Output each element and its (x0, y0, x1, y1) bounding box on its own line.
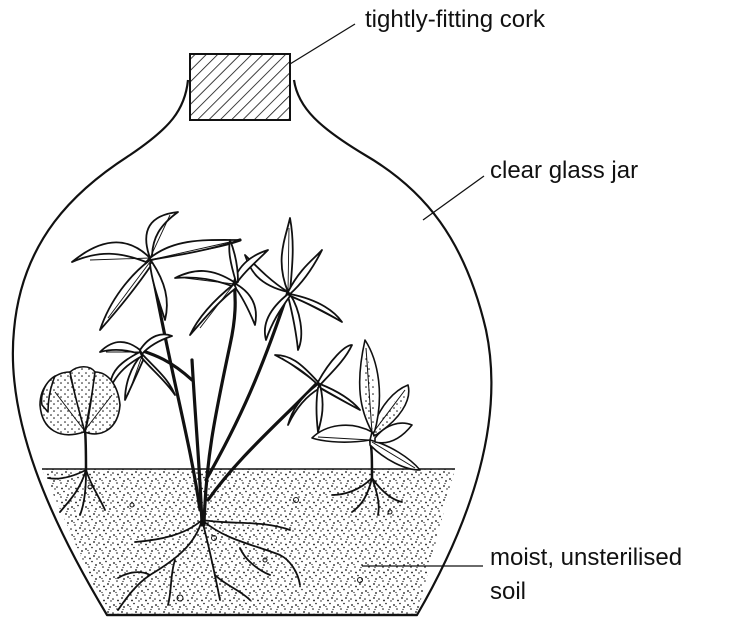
soil-label-line-2: soil (490, 577, 526, 607)
left-plant-stem (85, 430, 86, 472)
soil-label-line-1: moist, unsterilised (490, 543, 682, 573)
jar-label: clear glass jar (490, 156, 638, 186)
soil (42, 469, 455, 615)
cork-leader-line (290, 24, 355, 64)
left-plant (40, 367, 120, 472)
cork-label: tightly-fitting cork (365, 5, 545, 35)
cork (190, 54, 290, 120)
jar-leader-line (423, 176, 484, 220)
right-plant (312, 340, 420, 480)
